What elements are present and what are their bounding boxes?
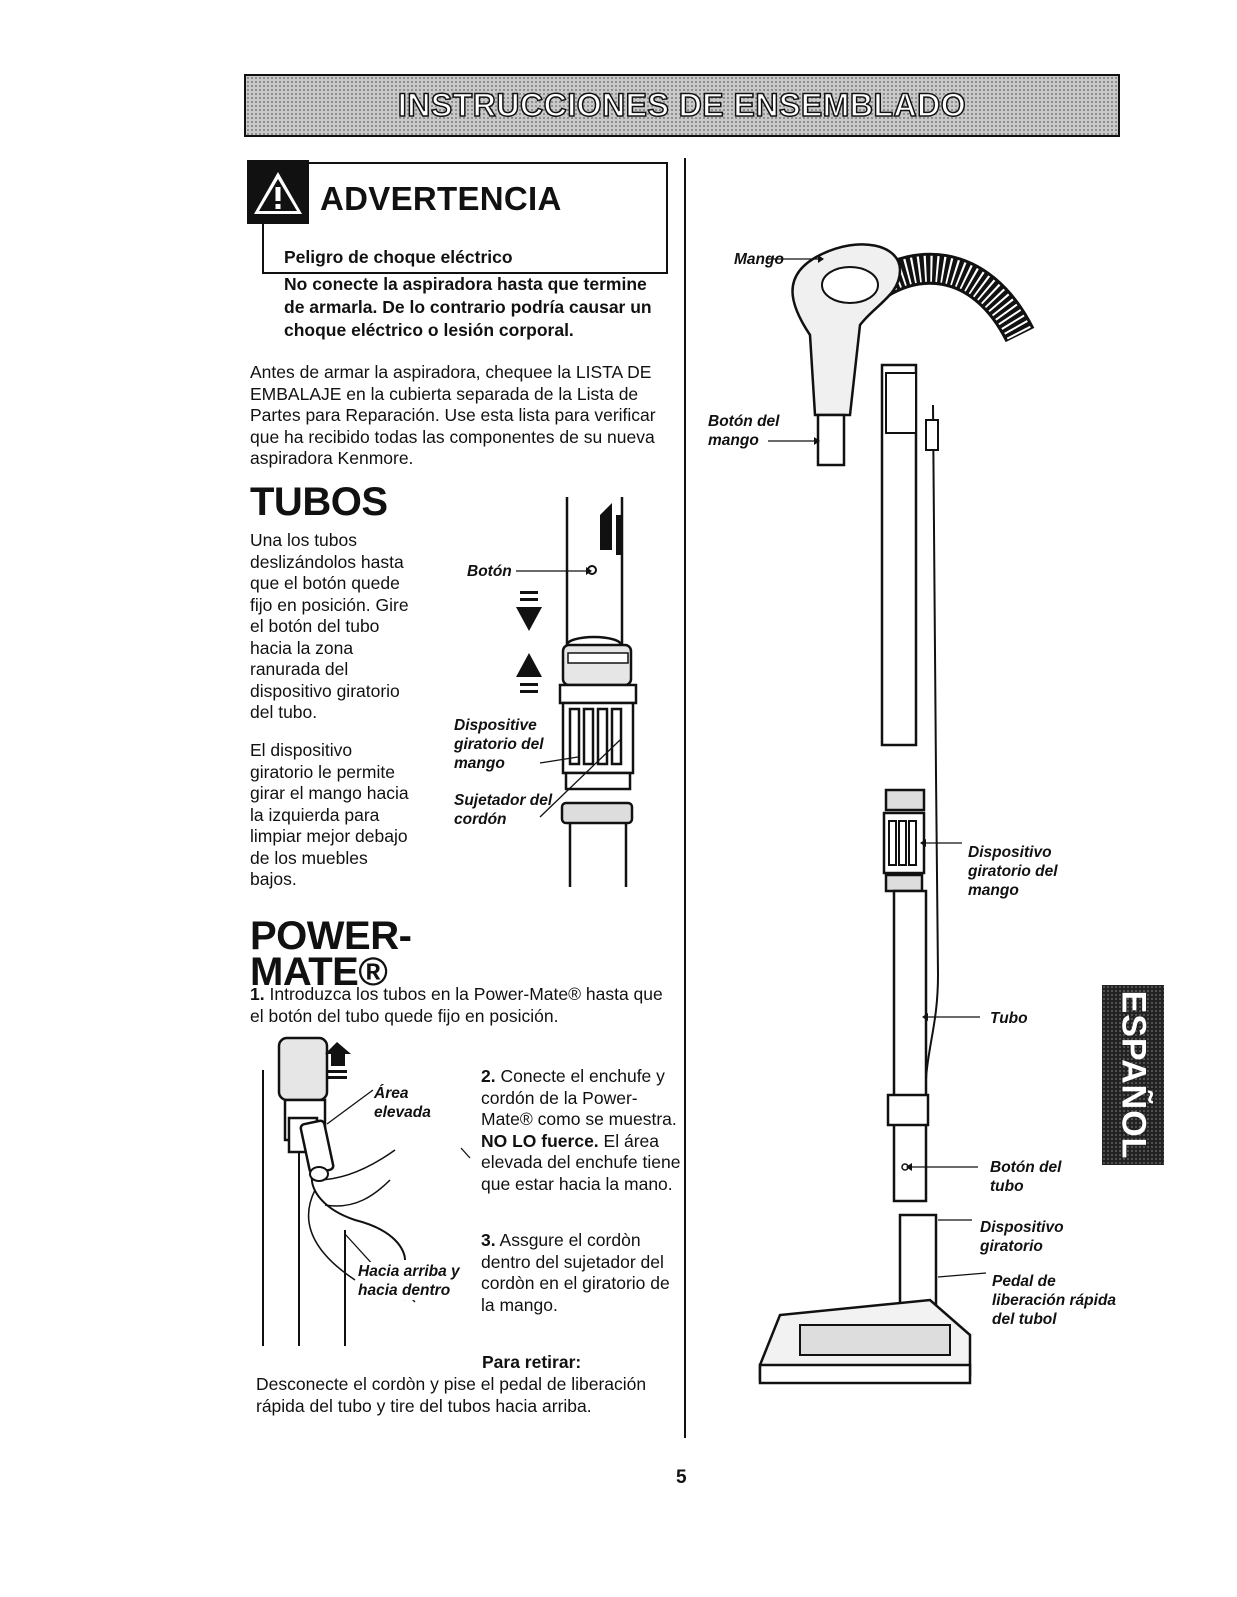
sujetador-label: Sujetador del cordón [454,792,553,828]
step1-text: Introduzca los tubos en la Power-Mate® h… [250,984,663,1026]
remove-text: Desconecte el cordòn y pise el pedal de … [256,1374,647,1416]
powermate-heading: POWER- MATE® [250,914,450,994]
warning-title: ADVERTENCIA [320,180,562,217]
hacia-arriba-label: Hacia arriba y hacia dentro [358,1262,468,1300]
tubo-label: Tubo [990,1010,1028,1027]
powermate-heading-line1: POWER- [250,914,412,958]
tubos-heading: TUBOS [250,480,388,524]
step2-text-b: El área elevada del enchufe tiene que es… [481,1130,681,1194]
warning-body: Peligro de choque eléctrico No conecte l… [284,246,664,342]
step2-text-a: Conecte el enchufe y cordón de la Power-… [481,1066,677,1129]
column-divider [684,158,686,1438]
tube-joining-illustration [516,497,638,887]
page-number: 5 [676,1467,687,1488]
intro-paragraph: Antes de armar la aspiradora, chequee la… [250,362,656,468]
boton-tubo-label: Botón del tubo [990,1159,1062,1195]
powermate-step-1: 1. Introduzca los tubos en la Power-Mate… [250,984,670,1027]
step2-bold: NO LO fuerce. [481,1130,599,1151]
vacuum-assembly-illustration [758,243,1035,1385]
tubos-paragraph-2: El dispositivo giratorio le permite gira… [250,740,409,889]
step1-number: 1. [250,984,265,1004]
dispositivo-giratorio-mango-label: Dispositivo giratorio del mango [968,844,1058,899]
remove-heading: Para retirar: [482,1352,582,1372]
language-tab-label: ESPAÑOL [1114,990,1153,1160]
mango-label: Mango [734,251,784,268]
step3-number: 3. [481,1230,496,1250]
warning-triangle-icon [247,160,309,224]
pedal-liberacion-label: Pedal de liberación rápida del tubol [992,1273,1117,1328]
powermate-heading-line2: MATE® [250,950,388,994]
dispositivo-giratorio-label: Dispositivo giratorio [980,1219,1064,1255]
step3-text: Assgure el cordòn dentro del sujetador d… [481,1230,670,1315]
language-tab: ESPAÑOL [1102,985,1164,1165]
powermate-step-3: 3. Assgure el cordòn dentro del sujetado… [481,1230,681,1316]
warning-subtitle: Peligro de choque eléctrico [284,247,513,267]
boton-mango-label: Botón del mango [708,413,780,449]
plug-connection-illustration [262,1036,471,1346]
step2-number: 2. [481,1066,496,1086]
dispositivo-mango-label: Dispositive giratorio del mango [454,717,544,772]
area-elevada-label: Área elevada [374,1085,431,1121]
tubos-paragraph-1: Una los tubos deslizándolos hasta que el… [250,530,409,722]
header-banner: INSTRUCCIONES DE ENSEMBLADO [244,74,1120,137]
powermate-step-2: 2. Conecte el enchufe y cordón de la Pow… [481,1066,681,1195]
boton-label: Botón [467,563,512,580]
page-title: INSTRUCCIONES DE ENSEMBLADO [397,86,967,124]
warning-text: No conecte la aspiradora hasta que termi… [284,274,652,340]
warning-box [262,162,668,274]
